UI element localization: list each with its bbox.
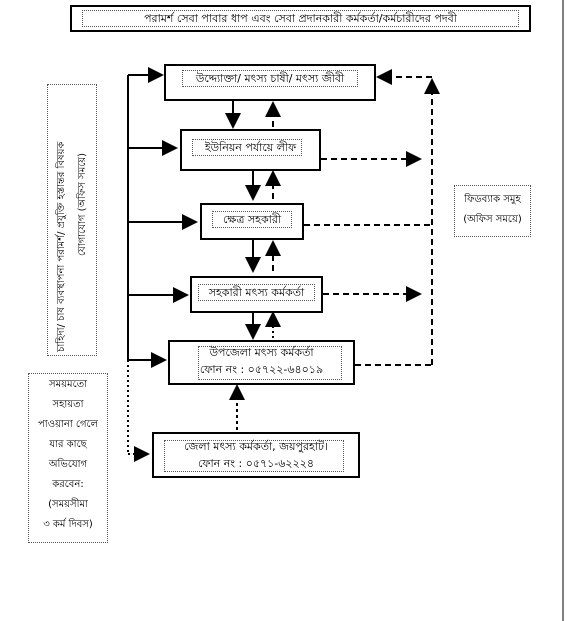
page-title: পরামর্শ সেবা পাবার ধাপ এবং সেবা প্রদানকা… <box>144 12 457 25</box>
request-contact-box <box>47 84 97 356</box>
entrepreneur-farmer-box: উদ্দ্যোক্তা/ মৎস্য চাষী/ মৎস্য জীবী <box>164 64 376 101</box>
union-leaf-box: ইউনিয়ন পর্যায়ে লীফ <box>180 129 321 171</box>
title-box: পরামর্শ সেবা পাবার ধাপ এবং সেবা প্রদানকা… <box>70 5 531 32</box>
request-contact-line2: যোগাযোগ (অফিস সময়ে) <box>77 152 88 256</box>
feedback-line2: (অফিস সময়ে) <box>463 214 522 225</box>
feedback-line1: ফিডব্যাক সমুহ <box>464 194 521 205</box>
feedback-box <box>454 185 531 237</box>
district-fisheries-officer-box: জেলা মৎস্য কর্মকর্তা, জয়পুরহাট। ফোন নং … <box>152 432 360 478</box>
upazila-fisheries-officer-box: উপজেলা মৎস্য কর্মকর্তা ফোন নং : ০৫৭২২-৬৪… <box>168 340 355 385</box>
complaint-box <box>28 373 108 543</box>
assistant-fisheries-officer-box: সহকারী মৎস্য কর্মকর্তা <box>190 276 323 313</box>
field-assistant-box: ক্ষেত্র সহকারী <box>200 203 304 240</box>
request-contact-line1: চাহিদা/ চাষ ব্যবস্থাপনা পরামর্শ/ প্রযুক্… <box>56 141 67 352</box>
